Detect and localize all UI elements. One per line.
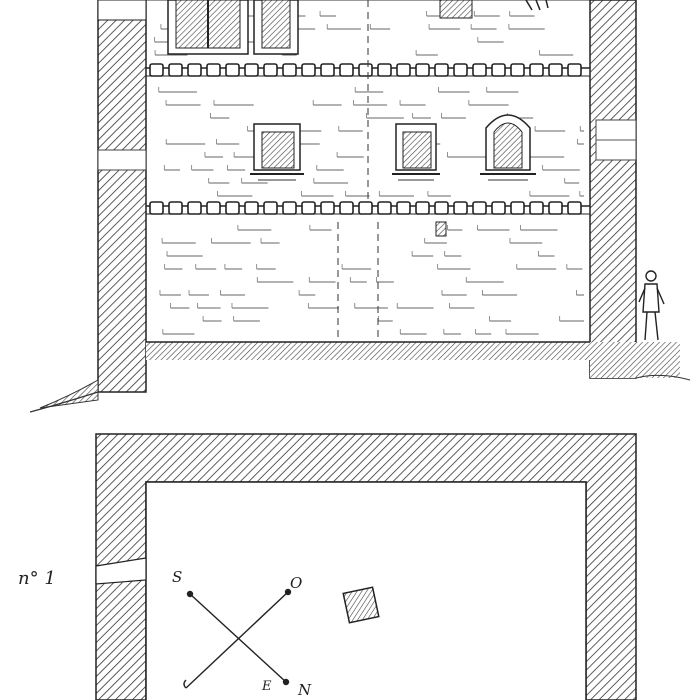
window-mid-right-arched <box>480 114 536 181</box>
compass-west-label: O <box>290 574 302 592</box>
corbel <box>282 63 297 77</box>
compass-rose <box>183 588 292 689</box>
right-wall-section <box>589 0 637 379</box>
corbel <box>187 201 202 215</box>
corbel <box>567 63 582 77</box>
corbel <box>168 201 183 215</box>
corbel <box>529 201 544 215</box>
corbel <box>415 201 430 215</box>
corbel <box>396 201 411 215</box>
window-top-right <box>439 0 473 19</box>
corbel <box>320 63 335 77</box>
plan-number-label: n° 1 <box>18 568 56 589</box>
corbel <box>377 201 392 215</box>
left-wall-stone-band <box>97 149 147 171</box>
corbel <box>491 63 506 77</box>
corbel-row-lower <box>149 201 582 215</box>
corbel <box>510 63 525 77</box>
ground-slope-left <box>39 379 99 409</box>
corbel <box>206 201 221 215</box>
corbel <box>244 201 259 215</box>
compass-north-label: N <box>297 681 312 699</box>
left-wall-section <box>97 0 147 393</box>
corbel <box>282 201 297 215</box>
corbel <box>453 201 468 215</box>
corbel <box>168 63 183 77</box>
window-top-far-right <box>525 0 549 11</box>
corbel <box>472 201 487 215</box>
corbel <box>358 201 373 215</box>
corbel <box>149 63 164 77</box>
human-scale-figure <box>638 270 665 341</box>
corbel <box>301 63 316 77</box>
corbel <box>548 201 563 215</box>
corbel <box>529 63 544 77</box>
corbel <box>453 63 468 77</box>
corbel <box>491 201 506 215</box>
corbel <box>377 63 392 77</box>
corbel <box>339 63 354 77</box>
left-wall-top-block <box>97 0 147 21</box>
corbel <box>149 201 164 215</box>
corbel <box>225 63 240 77</box>
corbel <box>548 63 563 77</box>
floor-plan: S O N E n° 1 <box>18 433 637 700</box>
compass-south-label: S <box>172 568 182 586</box>
corbel <box>263 201 278 215</box>
floor-hatch <box>146 342 590 360</box>
corbel <box>472 63 487 77</box>
corbel <box>510 201 525 215</box>
corbel-row-upper <box>149 63 582 77</box>
small-opening-lower <box>435 221 447 237</box>
corbel <box>225 201 240 215</box>
corbel <box>320 201 335 215</box>
window-mid-center <box>392 123 440 181</box>
window-top-left <box>167 0 249 55</box>
corbel <box>263 63 278 77</box>
corbel <box>244 63 259 77</box>
corbel <box>415 63 430 77</box>
corbel <box>567 201 582 215</box>
compass-east-label: E <box>261 679 272 694</box>
building-section <box>29 0 691 413</box>
plan-doorway <box>95 557 147 585</box>
window-mid-left <box>250 123 304 181</box>
corbel <box>339 201 354 215</box>
plan-pillar <box>342 586 380 624</box>
corbel <box>396 63 411 77</box>
corbel <box>301 201 316 215</box>
corbel <box>358 63 373 77</box>
corbel <box>434 201 449 215</box>
corbel <box>434 63 449 77</box>
corbel <box>187 63 202 77</box>
corbel <box>206 63 221 77</box>
window-top-mid <box>253 0 299 55</box>
